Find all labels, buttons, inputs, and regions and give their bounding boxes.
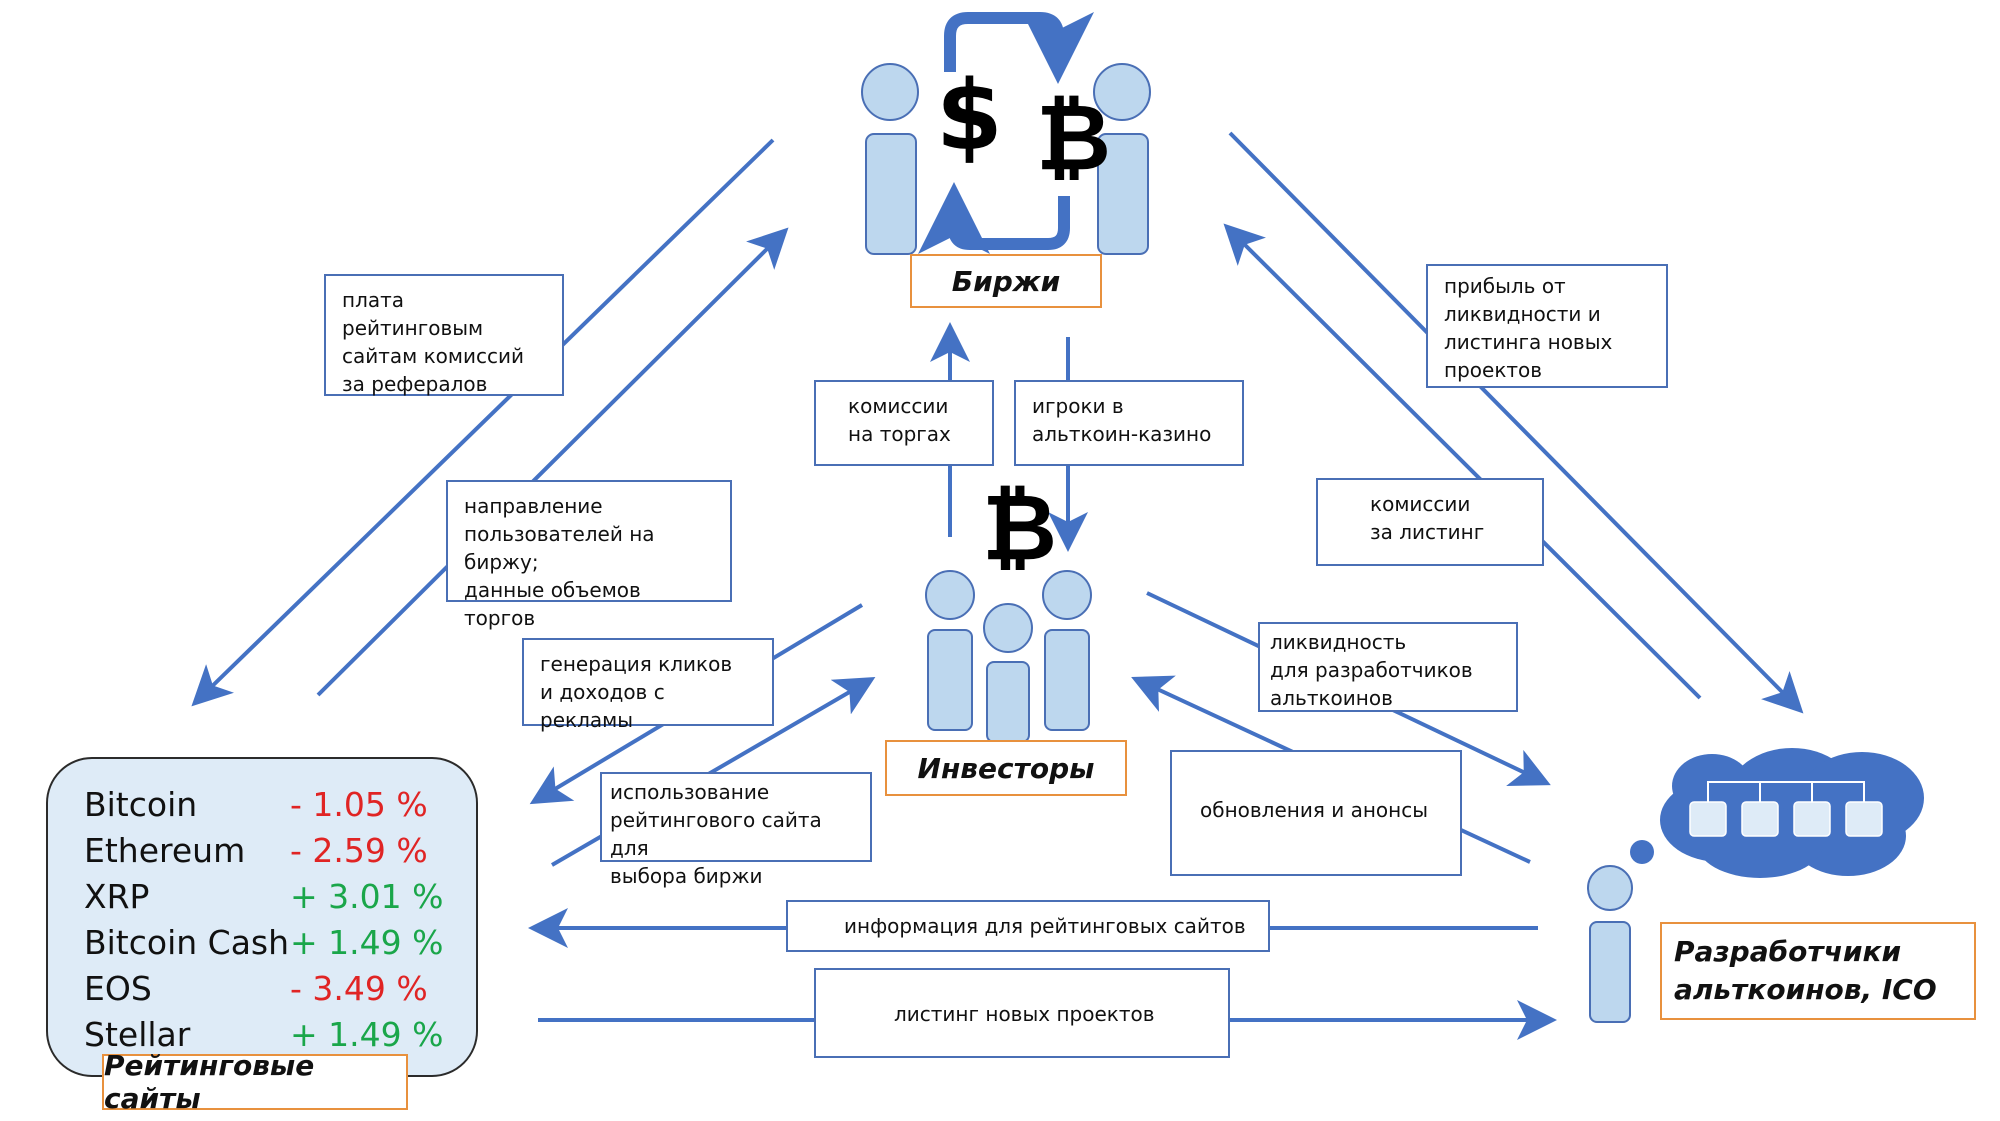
investor-person-middle-icon — [983, 603, 1033, 743]
coin-name: Bitcoin — [84, 785, 198, 824]
coin-change: + 1.49 % — [290, 1015, 444, 1054]
label-rating-use: использование рейтингового сайта для выб… — [600, 772, 872, 888]
label-trading-fees: комиссии на торгах — [814, 380, 994, 466]
exchange-person-right-icon — [1093, 63, 1151, 255]
coin-name: Stellar — [84, 1015, 191, 1054]
label-listing-fees: комиссии за листинг — [1316, 478, 1544, 566]
bitcoin-icon: ₿ — [1036, 84, 1111, 191]
node-investors: Инвесторы — [885, 740, 1127, 796]
label-liquidity-profit: прибыль от ликвидности и листинга новых … — [1426, 264, 1668, 388]
label-ratings-info: информация для рейтинговых сайтов — [786, 900, 1270, 952]
label-casino-players: игроки в альткоин-казино — [1014, 380, 1244, 466]
arrow-developers-to-exchanges — [1223, 223, 1702, 700]
label-updates: обновления и анонсы — [1170, 750, 1462, 876]
coin-name: Bitcoin Cash — [84, 923, 290, 962]
label-clicks-ads: генерация кликов и доходов с рекламы — [522, 638, 774, 732]
coin-change: - 2.59 % — [290, 831, 428, 870]
dollar-icon: $ — [936, 60, 1003, 172]
exchange-person-left-icon — [861, 63, 919, 255]
node-developers: Разработчики альткоинов, ICO — [1660, 922, 1976, 1020]
coin-name: Ethereum — [84, 831, 246, 870]
investor-person-right-icon — [1042, 570, 1092, 731]
coin-name: XRP — [84, 877, 150, 916]
investor-person-left-icon — [925, 570, 975, 731]
label-dev-liquidity: ликвидность для разработчиков альткоинов — [1258, 622, 1518, 712]
coin-change: + 3.01 % — [290, 877, 444, 916]
coin-change: - 1.05 % — [290, 785, 428, 824]
ratings-panel: Bitcoin - 1.05 % Ethereum - 2.59 % XRP +… — [46, 757, 478, 1077]
label-referral-fees: плата рейтинговым сайтам комиссий за реф… — [324, 274, 564, 396]
coin-name: EOS — [84, 969, 152, 1008]
node-exchanges: Биржи — [910, 254, 1102, 308]
arrow-ratings-to-exchanges — [316, 227, 789, 697]
exchange-cycle-icon — [918, 12, 1094, 254]
developer-person-icon — [1587, 865, 1633, 1023]
coin-change: + 1.49 % — [290, 923, 444, 962]
arrow-exchanges-to-developers — [1228, 131, 1804, 714]
investor-bitcoin-icon: ₿ — [982, 474, 1057, 581]
coin-change: - 3.49 % — [290, 969, 428, 1008]
label-user-direction: направление пользователей на биржу; данн… — [446, 480, 732, 630]
node-ratings: Рейтинговые сайты — [102, 1049, 408, 1115]
thought-cloud-icon — [1630, 748, 1924, 878]
label-new-listing: листинг новых проектов — [814, 968, 1230, 1058]
arrow-exchanges-to-ratings — [191, 138, 775, 707]
